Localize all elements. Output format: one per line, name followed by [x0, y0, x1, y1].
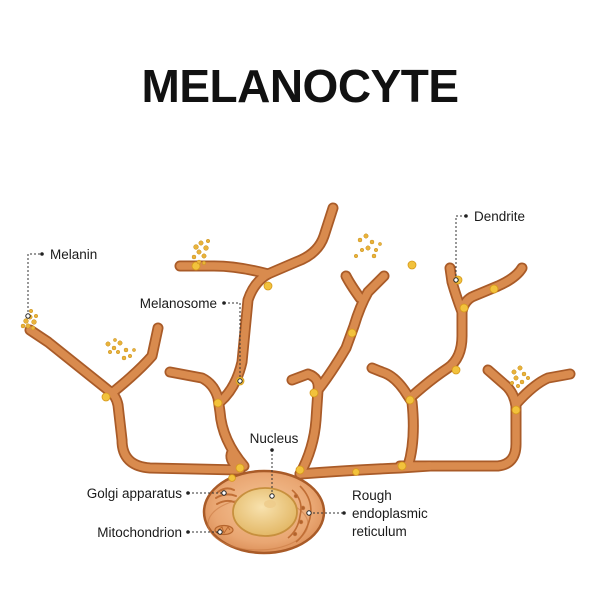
dendrite-branch-outline	[366, 362, 419, 472]
dendrite-branch	[108, 324, 162, 397]
label-melanosome-group: Melanosome	[140, 296, 243, 384]
label-nucleus-group: Nucleus	[250, 431, 299, 499]
melanosomes	[101, 260, 521, 482]
label-rough-er-group: Rough endoplasmic reticulum	[306, 488, 428, 539]
dendrite-branch	[264, 204, 337, 278]
dendrite-branch	[26, 326, 244, 474]
label-mitochondrion-group: Mitochondrion	[97, 525, 223, 540]
melanin-cluster-right	[509, 365, 531, 389]
dendrite-branch	[396, 366, 520, 470]
label-mitochondrion: Mitochondrion	[97, 525, 182, 540]
label-golgi-apparatus: Golgi apparatus	[87, 486, 183, 501]
rough-endoplasmic-reticulum	[287, 485, 312, 543]
label-melanin-group: Melanin	[25, 247, 97, 319]
label-dendrite: Dendrite	[474, 209, 525, 224]
label-rough-er-line1: Rough	[352, 488, 392, 503]
melanin-cluster-left-tip	[20, 308, 39, 331]
nucleus	[232, 487, 298, 537]
dendrite-branch	[216, 270, 272, 406]
label-golgi-group: Golgi apparatus	[87, 486, 227, 501]
melanin-cluster-top-left	[191, 238, 211, 266]
dendrite-branch	[176, 262, 272, 278]
dendrite-outline	[24, 202, 576, 480]
label-melanin: Melanin	[50, 247, 97, 262]
dendrite-fill	[26, 204, 574, 478]
dendrite-branch	[342, 272, 364, 302]
label-nucleus: Nucleus	[250, 431, 299, 446]
dendrites	[24, 202, 576, 480]
label-melanosome: Melanosome	[140, 296, 217, 311]
dendrite-branch	[314, 272, 388, 394]
melanin-cluster-left-free	[105, 338, 136, 361]
dendrite-branch	[512, 370, 574, 408]
label-rough-er-line2: endoplasmic	[352, 506, 428, 521]
melanin-granules	[20, 233, 531, 389]
label-dendrite-group: Dendrite	[453, 209, 525, 283]
melanin-cluster-top-middle	[353, 233, 382, 259]
label-rough-er-line3: reticulum	[352, 524, 407, 539]
diagram-title: MELANOCYTE	[142, 60, 459, 112]
